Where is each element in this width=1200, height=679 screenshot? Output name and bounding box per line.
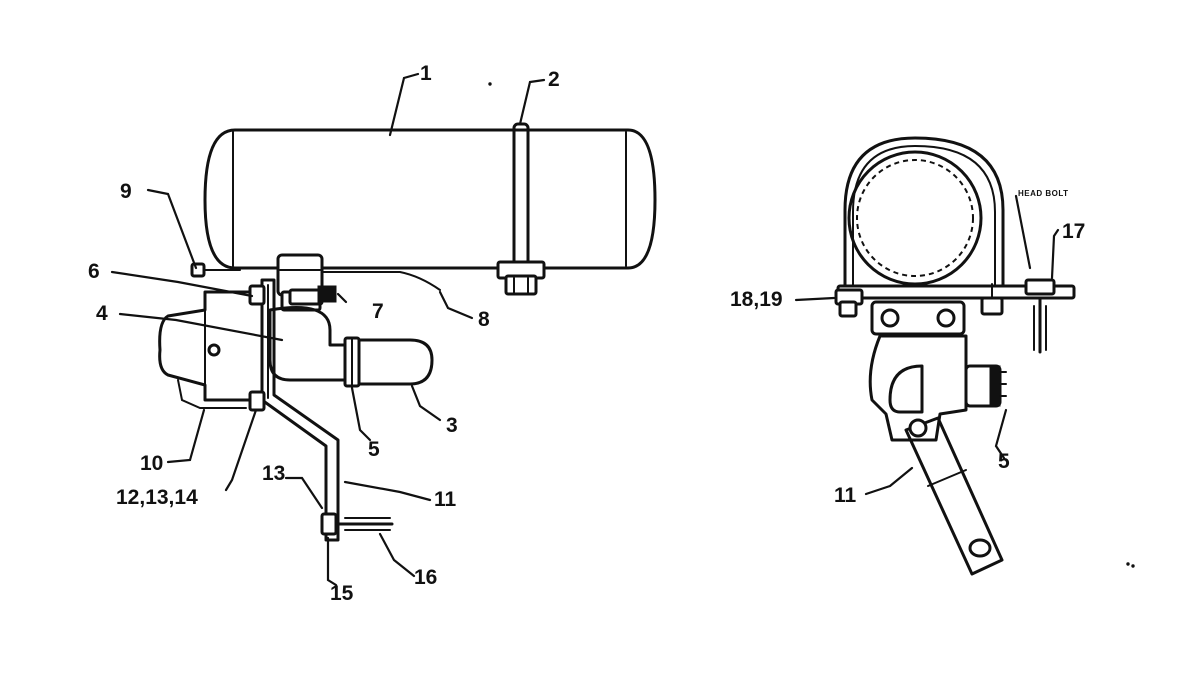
side-view-leaders xyxy=(110,72,546,587)
u-bolt xyxy=(843,136,1005,290)
callout-11-end: 11 xyxy=(834,484,857,507)
callout-10: 10 xyxy=(140,452,163,475)
tank-end xyxy=(847,150,983,286)
valve-end-view xyxy=(868,300,1007,442)
end-view-leaders xyxy=(794,194,1060,496)
callout-8: 8 xyxy=(478,308,490,331)
callout-18-19: 18,19 xyxy=(730,288,783,311)
tank-strap xyxy=(496,122,546,296)
callout-11-side: 11 xyxy=(434,488,457,511)
callout-5-end: 5 xyxy=(998,450,1010,473)
specks xyxy=(488,82,1135,568)
callout-9: 9 xyxy=(120,180,132,203)
mounting-bracket xyxy=(260,278,340,542)
callout-12-13-14: 12,13,14 xyxy=(116,486,198,509)
head-bolt-note: HEAD BOLT xyxy=(1018,189,1069,198)
side-view: 1 2 9 6 4 7 8 3 5 10 12,13,14 13 11 15 1… xyxy=(88,62,657,605)
callout-17: 17 xyxy=(1062,220,1085,243)
callout-6: 6 xyxy=(88,260,100,283)
valve-body xyxy=(158,290,264,409)
callout-15: 15 xyxy=(330,582,354,605)
air-tank xyxy=(203,128,657,270)
callout-5-side: 5 xyxy=(368,438,380,461)
end-view: HEAD BOLT 17 18,19 5 11 xyxy=(730,136,1085,576)
elbow-and-filter xyxy=(268,306,434,388)
callout-4: 4 xyxy=(96,302,108,325)
callout-2: 2 xyxy=(548,68,560,91)
mount-plate xyxy=(834,278,1076,354)
air-line xyxy=(321,271,441,291)
lever-arm xyxy=(904,416,1004,576)
callout-3: 3 xyxy=(446,414,458,437)
callout-16: 16 xyxy=(414,566,437,589)
callout-1: 1 xyxy=(420,62,432,85)
callout-13: 13 xyxy=(262,462,285,485)
callout-7: 7 xyxy=(372,300,384,323)
